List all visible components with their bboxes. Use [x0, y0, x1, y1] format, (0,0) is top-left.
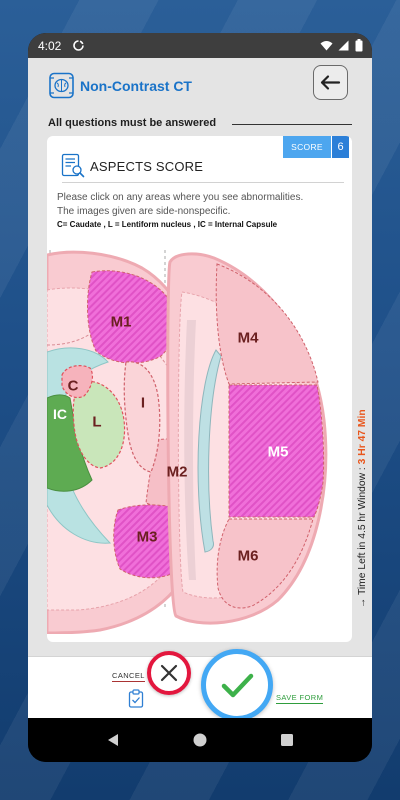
region-m6[interactable]: [216, 518, 314, 609]
score-value: 6: [331, 136, 349, 158]
aspects-score-card: ASPECTS SCORE SCORE 6 Please click on an…: [47, 136, 352, 642]
timer-label: Time Left in 4.5 hr Window :: [357, 467, 368, 596]
card-title: ASPECTS SCORE: [90, 159, 204, 174]
back-button[interactable]: [313, 65, 348, 100]
form-footer: [28, 656, 372, 718]
region-m5[interactable]: [228, 384, 325, 518]
notice-divider: [232, 124, 352, 125]
time-window-indicator: → Time Left in 4.5 hr Window : 3 Hr 47 M…: [356, 368, 370, 608]
wifi-icon: [320, 41, 333, 51]
data-saver-icon: [73, 40, 84, 51]
region-label-m4: M4: [238, 330, 259, 347]
region-m4[interactable]: [215, 263, 319, 385]
card-divider: [62, 182, 344, 183]
save-form-link[interactable]: SAVE FORM: [276, 693, 324, 704]
timer-value: 3 Hr 47 Min: [357, 409, 368, 465]
region-label-m6: M6: [238, 548, 259, 565]
region-insula[interactable]: [123, 361, 161, 473]
instruction-line-2: The images given are side-nonspecific.: [57, 206, 231, 217]
battery-icon: [355, 39, 363, 52]
region-label-m2: M2: [167, 464, 188, 481]
region-label-m3: M3: [137, 529, 158, 546]
check-icon: [221, 673, 254, 698]
nav-home-icon[interactable]: [193, 733, 207, 747]
region-label-m5: M5: [268, 444, 289, 461]
status-bar: 4:02: [28, 33, 372, 58]
region-label-insula: I: [141, 395, 145, 412]
arrow-left-icon: [320, 75, 341, 90]
phone-frame: 4:02 Non-Contrast CT All questions must …: [28, 33, 372, 762]
brain-scan-icon: [49, 72, 74, 99]
region-lentiform-nucleus[interactable]: [72, 380, 126, 469]
nav-back-icon[interactable]: [106, 733, 120, 747]
save-button[interactable]: [201, 649, 273, 721]
region-caudate[interactable]: [61, 365, 94, 399]
score-label: SCORE: [283, 136, 331, 158]
lateral-ventricle-right: [197, 349, 222, 553]
periventricular-band: [184, 320, 196, 580]
cell-signal-icon: [338, 40, 349, 51]
close-icon: [160, 664, 178, 682]
page-title: Non-Contrast CT: [80, 78, 192, 94]
abbreviation-legend: C= Caudate , L = Lentiform nucleus , IC …: [57, 220, 278, 229]
region-label-m1: M1: [111, 314, 132, 331]
aspects-brain-diagram: M1 C IC L I M2 M3 M4 M5 M6: [47, 250, 328, 634]
checklist-search-icon: [61, 153, 85, 178]
clipboard-icon[interactable]: [128, 689, 144, 708]
region-label-lentiform: L: [92, 414, 101, 431]
cancel-link[interactable]: CANCEL: [112, 671, 145, 682]
system-nav-bar: [28, 718, 372, 762]
nav-recents-icon[interactable]: [281, 734, 293, 746]
instruction-line-1: Please click on any areas where you see …: [57, 192, 304, 203]
region-label-internal-capsule: IC: [53, 406, 67, 422]
cancel-button[interactable]: [147, 651, 191, 695]
required-notice: All questions must be answered: [48, 117, 217, 129]
timer-arrow-icon: →: [357, 597, 368, 608]
status-time: 4:02: [38, 39, 62, 53]
score-badge: SCORE 6: [283, 136, 349, 158]
region-m1[interactable]: [87, 270, 176, 364]
region-label-caudate: C: [68, 378, 79, 395]
